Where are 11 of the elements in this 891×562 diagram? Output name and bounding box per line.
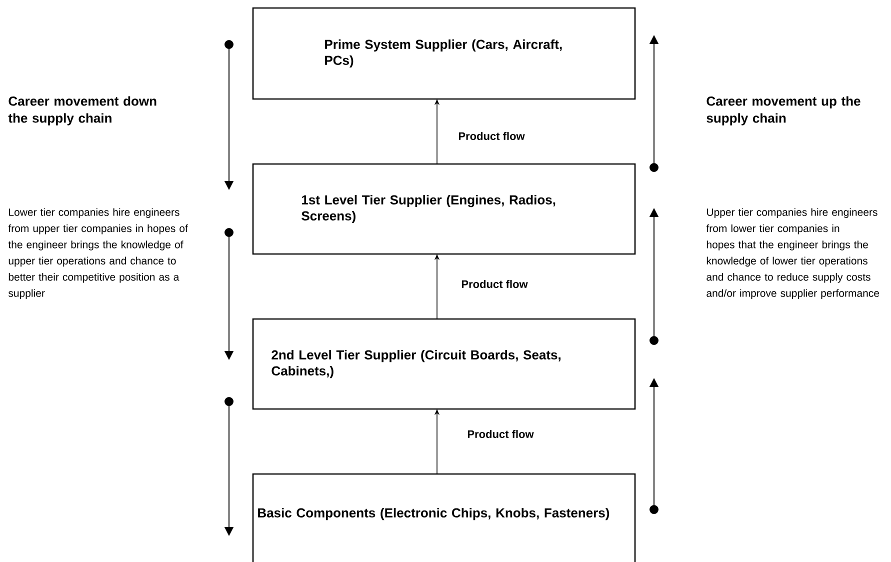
paragraph: Upper tier companies hire engineers from lower tier companies in hopes that the engineer brings the knowledge of lower tier operations and chance to reduce supply costs and/or improve supplier performance (706, 208, 880, 299)
edge-label: Product flow (466, 428, 535, 440)
supplier-box: 1st Level Tier Supplier (Engines, Radios, Screens) (252, 163, 636, 255)
supplier-box: Prime System Supplier (Cars, Aircraft, PCs) (252, 7, 636, 100)
heading: Career movement up the supply chain (706, 96, 860, 126)
paragraph: Lower tier companies hire engineers from upper tier companies in hopes of the engineer brings the knowledge of upper tier operations and chance to better their competitive position as a supplier (8, 208, 188, 299)
edge-label: Product flow (457, 130, 526, 142)
heading: Career movement down the supply chain (8, 96, 156, 126)
edge-label: Product flow (460, 278, 529, 290)
supplier-box: 2nd Level Tier Supplier (Circuit Boards, Seats, Cabinets,) (252, 318, 636, 410)
supplier-box: Basic Components (Electronic Chips, Knobs, Fasteners) (252, 473, 636, 562)
